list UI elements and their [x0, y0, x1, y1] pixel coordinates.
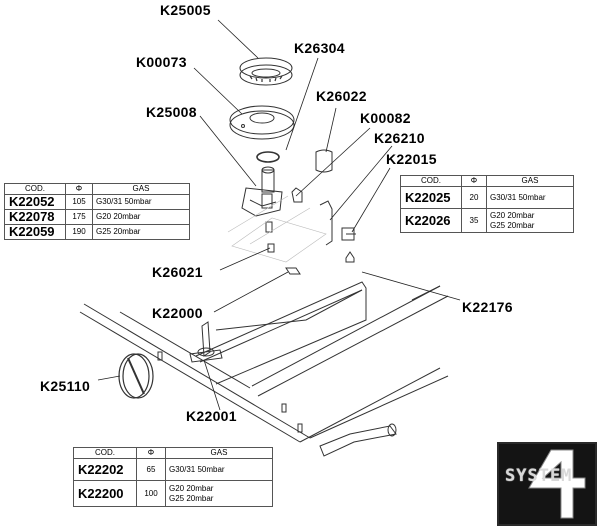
- logo-text: SYSTEM: [505, 466, 573, 486]
- nozzle-k22000: [285, 267, 301, 275]
- header-gas: GAS: [165, 447, 273, 459]
- table-header-row: COD. Φ GAS: [4, 183, 190, 195]
- manifold-rails: [79, 285, 449, 443]
- rail-studs: [157, 351, 303, 433]
- logo-mark: [528, 449, 586, 519]
- gas-line: G30/31 50mbar: [169, 464, 225, 474]
- header-cod: COD.: [73, 447, 137, 459]
- header-phi: Φ: [136, 447, 166, 459]
- label-k25110: K25110: [40, 378, 91, 394]
- injector-k26021: [265, 221, 275, 253]
- pipe-end: [319, 423, 397, 457]
- thermocouple-k22176: [345, 251, 355, 263]
- electrode-k26210: [319, 200, 333, 246]
- label-k22000: K22000: [152, 305, 203, 321]
- header-phi: Φ: [65, 183, 93, 195]
- leader-lines: [97, 19, 461, 411]
- table-row: K22078 175 G20 20mbar: [4, 209, 190, 225]
- knob-k25110: [118, 353, 154, 399]
- table-row: K22026 35 G20 20mbar G25 20mbar: [400, 208, 574, 233]
- header-gas: GAS: [486, 175, 574, 187]
- valve-k22015: [341, 227, 356, 241]
- table-row: K22025 20 G30/31 50mbar: [400, 186, 574, 209]
- system4-logo: SYSTEM: [497, 442, 597, 526]
- sleeve-k26022: [315, 149, 333, 173]
- gas-cell: G25 20mbar: [92, 224, 190, 240]
- gas-cell: G20 20mbar: [92, 209, 190, 225]
- label-k25005: K25005: [160, 2, 211, 18]
- gas-cell: G30/31 50mbar: [486, 186, 574, 209]
- gas-pipe: [195, 281, 367, 385]
- o-ring: [256, 151, 280, 163]
- code-cell: K22200: [73, 480, 137, 507]
- gas-line: G30/31 50mbar: [490, 192, 546, 202]
- table-row: K22202 65 G30/31 50mbar: [73, 458, 273, 481]
- phi-cell: 100: [136, 480, 166, 507]
- label-k25008: K25008: [146, 104, 197, 120]
- label-k26022: K26022: [316, 88, 367, 104]
- phi-cell: 175: [65, 209, 93, 225]
- gas-line: G20 20mbar: [490, 210, 535, 220]
- phi-cell: 65: [136, 458, 166, 481]
- gas-line: G20 20mbar: [169, 483, 214, 493]
- code-cell: K22202: [73, 458, 137, 481]
- table-header-row: COD. Φ GAS: [73, 447, 273, 459]
- header-cod: COD.: [400, 175, 462, 187]
- table-row: K22052 105 G30/31 50mbar: [4, 194, 190, 210]
- phi-cell: 20: [461, 186, 487, 209]
- phi-cell: 35: [461, 208, 487, 233]
- bracket-k00082: [291, 187, 303, 203]
- table-header-row: COD. Φ GAS: [400, 175, 574, 187]
- table-burner-codes: COD. Φ GAS K22052 105 G30/31 50mbar K220…: [4, 183, 190, 240]
- label-k22015: K22015: [386, 151, 437, 167]
- label-k00082: K00082: [360, 110, 411, 126]
- code-cell: K22078: [4, 209, 66, 225]
- code-cell: K22059: [4, 224, 66, 240]
- label-k22176: K22176: [462, 299, 513, 315]
- gas-line-2: G25 20mbar: [169, 493, 214, 503]
- gas-line-2: G25 20mbar: [490, 220, 535, 230]
- header-gas: GAS: [92, 183, 190, 195]
- label-k00073: K00073: [136, 54, 187, 70]
- gas-valve-k22001: [189, 321, 223, 363]
- table-row: K22200 100 G20 20mbar G25 20mbar: [73, 480, 273, 507]
- code-cell: K22052: [4, 194, 66, 210]
- burner-body-k25008: [241, 166, 283, 217]
- burner-cap-k25005: [239, 57, 293, 86]
- label-k26304: K26304: [294, 40, 345, 56]
- table-row: K22059 190 G25 20mbar: [4, 224, 190, 240]
- gas-cell: G30/31 50mbar: [92, 194, 190, 210]
- table-injector-codes: COD. Φ GAS K22025 20 G30/31 50mbar K2202…: [400, 175, 574, 233]
- phi-cell: 105: [65, 194, 93, 210]
- code-cell: K22026: [400, 208, 462, 233]
- label-k26021: K26021: [152, 264, 203, 280]
- code-cell: K22025: [400, 186, 462, 209]
- table-valve-codes: COD. Φ GAS K22202 65 G30/31 50mbar K2220…: [73, 447, 273, 507]
- header-phi: Φ: [461, 175, 487, 187]
- label-k22001: K22001: [186, 408, 237, 424]
- header-cod: COD.: [4, 183, 66, 195]
- flame-spreader-k00073: [229, 105, 295, 140]
- phi-cell: 190: [65, 224, 93, 240]
- label-k26210: K26210: [374, 130, 425, 146]
- gas-cell: G30/31 50mbar: [165, 458, 273, 481]
- gas-cell: G20 20mbar G25 20mbar: [165, 480, 273, 507]
- gas-cell: G20 20mbar G25 20mbar: [486, 208, 574, 233]
